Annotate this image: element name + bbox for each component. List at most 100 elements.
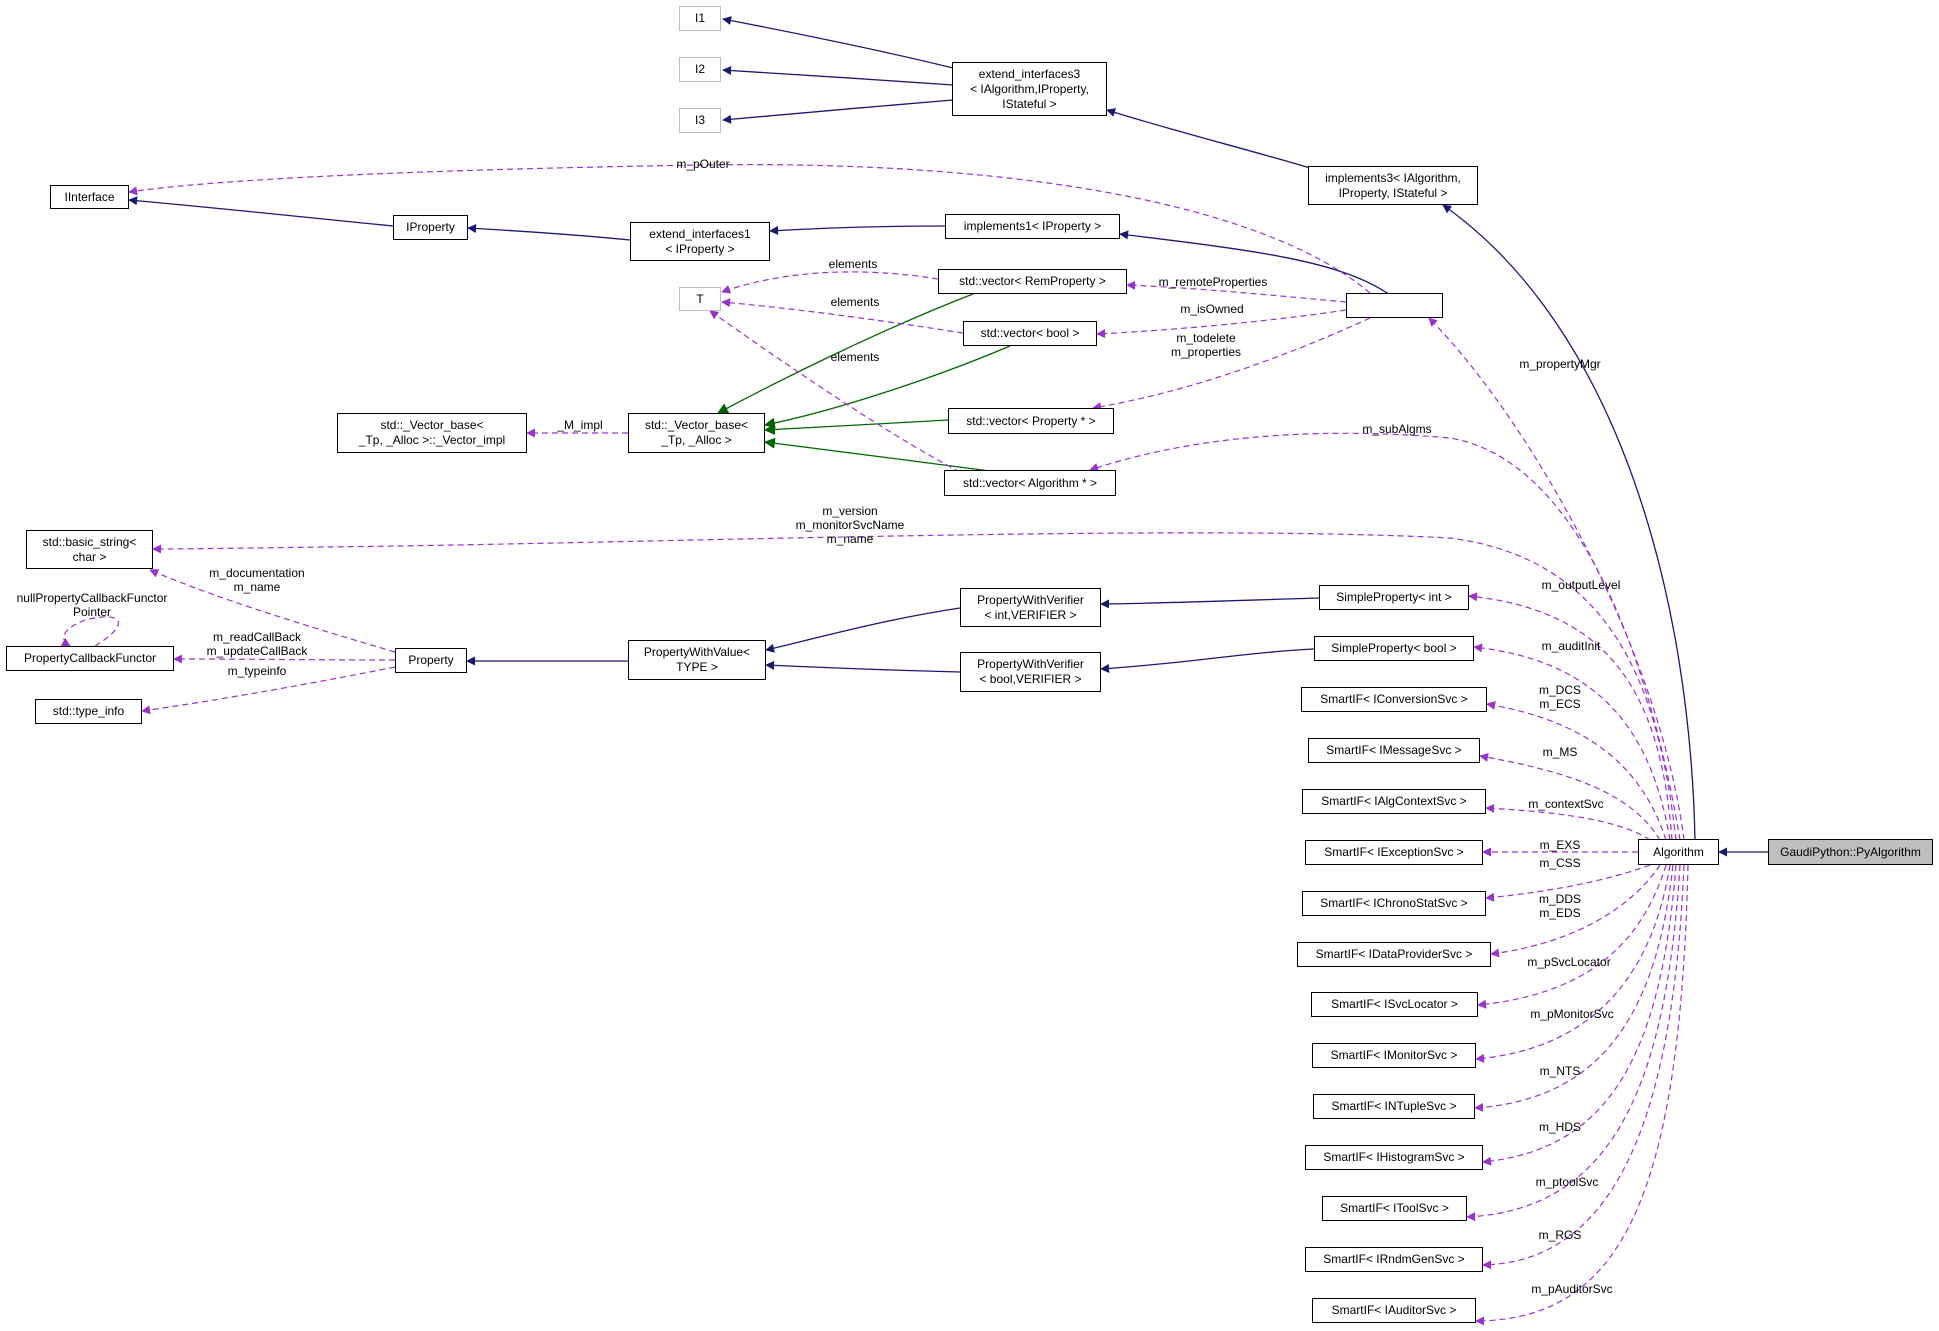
node-iinterface: IInterface [50, 185, 129, 209]
node-extend-interfaces1: extend_interfaces1 < IProperty > [630, 222, 770, 261]
edge-label-exs: m_EXS [1539, 838, 1581, 852]
node-smartif-iconversionsvc: SmartIF< IConversionSvc > [1301, 687, 1487, 712]
edge-label-remote-properties: m_remoteProperties [1158, 275, 1268, 289]
node-smartif-idataprovidersvc: SmartIF< IDataProviderSvc > [1297, 942, 1491, 967]
edge-label-m-impl: _M_impl [557, 418, 603, 432]
edge-label-todelete-properties: m_todelete m_properties [1170, 331, 1242, 359]
edge-inherit-pwver-int [1100, 597, 1320, 609]
edge-label-version-monitorsvcname-name: m_version m_monitorSvcName m_name [795, 504, 905, 546]
edge-usage-contextsvc [1485, 803, 1651, 841]
node-implements3: implements3< IAlgorithm, IProperty, ISta… [1308, 166, 1478, 205]
edge-label-elements-bool: elements [830, 295, 880, 309]
edge-label-nts: m_NTS [1539, 1064, 1581, 1078]
node-i3: I3 [679, 108, 721, 133]
edge-inherit-i3 [722, 99, 954, 124]
edge-label-elements-algorithm: elements [830, 350, 880, 364]
edge-usage-pouter [128, 164, 1371, 294]
edge-label-null-callback-pointer: nullPropertyCallbackFunctor Pointer [16, 591, 168, 619]
node-i1: I1 [679, 6, 721, 31]
edge-label-documentation-name: m_documentation m_name [209, 566, 305, 594]
node-vector-remproperty: std::vector< RemProperty > [938, 269, 1127, 294]
edge-label-read-update-callback: m_readCallBack m_updateCallBack [206, 630, 308, 658]
edge-inherit-i2 [722, 65, 954, 86]
edge-usage-nullcb [60, 616, 119, 647]
node-smartif-isvclocator: SmartIF< ISvcLocator > [1311, 992, 1478, 1017]
node-vector-bool: std::vector< bool > [963, 321, 1097, 346]
node-simpleproperty-bool: SimpleProperty< bool > [1314, 636, 1474, 661]
node-property-with-value: PropertyWithValue< TYPE > [628, 640, 766, 680]
edge-inherit-implements1 [1119, 230, 1391, 296]
edge-inherit-extend3 [1106, 108, 1311, 169]
edge-usage-psvclocator [1477, 864, 1667, 1009]
edge-usage-subalgms [1089, 432, 1681, 841]
edge-label-subalgms: m_subAlgms [1362, 422, 1432, 436]
node-smartif-ihistogramsvc: SmartIF< IHistogramSvc > [1305, 1145, 1483, 1170]
edge-usage-pmonitorsvc [1475, 864, 1671, 1063]
edge-usage-dcs [1486, 700, 1667, 841]
edge-usage-hds [1482, 864, 1677, 1166]
node-property-with-verifier-int: PropertyWithVerifier < int,VERIFIER > [960, 588, 1101, 627]
edge-usage-ptoolsvc [1466, 864, 1681, 1222]
node-smartif-itoolsvc: SmartIF< IToolSvc > [1322, 1196, 1467, 1221]
node-smartif-iexceptionsvc: SmartIF< IExceptionSvc > [1305, 840, 1483, 865]
node-type-info: std::type_info [35, 699, 142, 724]
edge-label-pouter: m_pOuter [676, 157, 730, 171]
node-vector-base: std::_Vector_base< _Tp, _Alloc > [628, 413, 765, 453]
node-simpleproperty-int: SimpleProperty< int > [1319, 585, 1469, 610]
node-smartif-irndmgensvc: SmartIF< IRndmGenSvc > [1305, 1247, 1483, 1272]
edge-label-propertymgr: m_propertyMgr [1519, 357, 1601, 371]
edge-label-contextsvc: m_contextSvc [1528, 797, 1604, 811]
node-propertymgr [1346, 293, 1443, 318]
edge-usage-elements-bool [721, 298, 964, 334]
edge-usage-remote [1126, 280, 1347, 303]
edge-usage-outputlevel [1468, 592, 1673, 841]
node-property-callback-functor: PropertyCallbackFunctor [6, 646, 174, 671]
node-iproperty: IProperty [393, 215, 468, 240]
diagram-edges [60, 16, 1768, 1326]
edge-inherit-i1 [722, 16, 954, 69]
edge-label-auditinit: m_auditInit [1541, 639, 1601, 653]
edge-template-remprop [717, 293, 974, 414]
node-extend-interfaces3: extend_interfaces3 < IAlgorithm,IPropert… [952, 62, 1107, 116]
edge-template-prop [763, 419, 949, 436]
edge-label-elements-remproperty: elements [828, 257, 878, 271]
edge-usage-auditinit [1473, 643, 1671, 841]
edge-usage-version [152, 532, 1677, 841]
edge-label-dcs-ecs: m_DCS m_ECS [1538, 683, 1582, 711]
edge-label-ptoolsvc: m_ptoolSvc [1535, 1175, 1599, 1189]
edge-usage-dds [1490, 864, 1661, 958]
edge-label-outputlevel: m_outputLevel [1541, 578, 1621, 592]
edge-usage-rgs [1482, 864, 1685, 1270]
edge-inherit-pwv-int [765, 607, 961, 653]
node-smartif-ialgcontextsvc: SmartIF< IAlgContextSvc > [1302, 789, 1486, 814]
edge-label-ms: m_MS [1542, 745, 1578, 759]
edge-label-psvclocator: m_pSvcLocator [1527, 955, 1611, 969]
node-property: Property [395, 648, 467, 673]
edge-inherit-pwver-bool [1100, 648, 1315, 673]
node-smartif-imessagesvc: SmartIF< IMessageSvc > [1308, 738, 1480, 763]
node-t: T [679, 287, 721, 311]
edge-label-pmonitorsvc: m_pMonitorSvc [1530, 1007, 1614, 1021]
edge-usage-ms [1479, 752, 1661, 841]
edge-inherit-implements3 [1442, 204, 1696, 841]
edge-usage-propertymgr [1428, 317, 1685, 841]
edge-usage-elements-rem [721, 271, 939, 294]
node-smartif-iauditorsvc: SmartIF< IAuditorSvc > [1312, 1298, 1476, 1323]
node-smartif-imonitorsvc: SmartIF< IMonitorSvc > [1312, 1043, 1476, 1068]
edge-label-dds-eds: m_DDS m_EDS [1538, 892, 1582, 920]
node-vector-impl: std::_Vector_base< _Tp, _Alloc >::_Vecto… [337, 413, 527, 453]
edge-label-rgs: m_RGS [1538, 1228, 1582, 1242]
node-i2: I2 [679, 57, 721, 82]
node-algorithm: Algorithm [1638, 839, 1719, 865]
node-property-with-verifier-bool: PropertyWithVerifier < bool,VERIFIER > [960, 652, 1101, 692]
node-vector-algorithm: std::vector< Algorithm * > [944, 470, 1116, 496]
edge-inherit-iinterface [128, 196, 394, 227]
edge-label-pauditorsvc: m_pAuditorSvc [1531, 1282, 1613, 1296]
node-basic-string: std::basic_string< char > [26, 530, 153, 569]
edge-label-hds: m_HDS [1538, 1120, 1582, 1134]
edge-usage-css [1485, 864, 1651, 902]
edge-usage-elements-alg [709, 310, 961, 473]
edge-template-alg [763, 437, 991, 472]
